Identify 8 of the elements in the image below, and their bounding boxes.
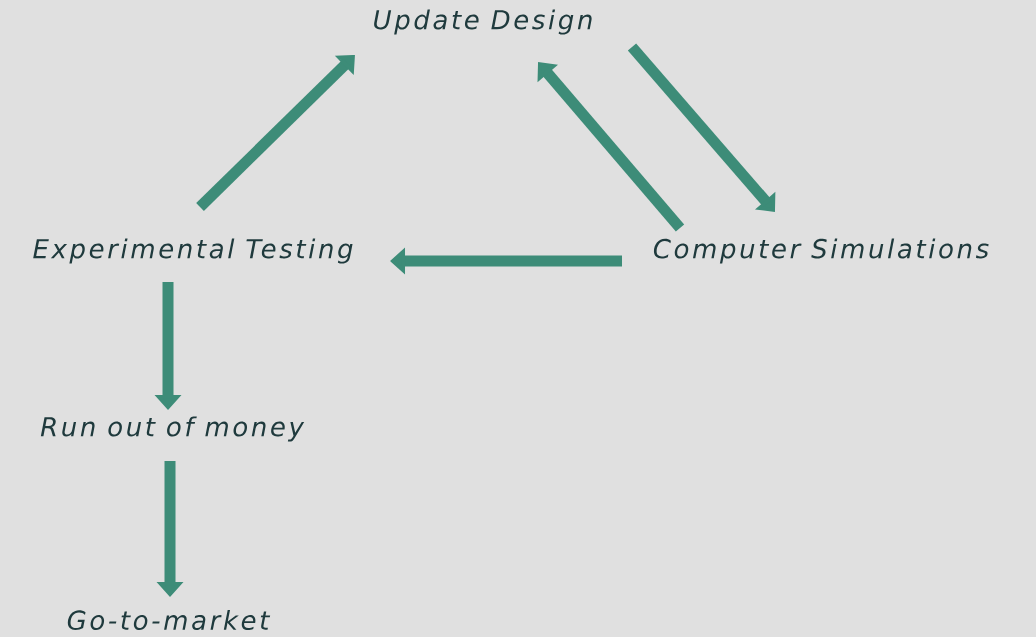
node-label: Update Design xyxy=(374,9,592,35)
arrow xyxy=(537,62,685,232)
node-label: Run out of money xyxy=(40,416,305,442)
node-label: Computer Simulations xyxy=(653,238,989,264)
arrow xyxy=(627,43,776,212)
arrow xyxy=(196,55,355,211)
node-label: Experimental Testing xyxy=(33,238,353,264)
node-label: Go-to-market xyxy=(67,609,271,631)
